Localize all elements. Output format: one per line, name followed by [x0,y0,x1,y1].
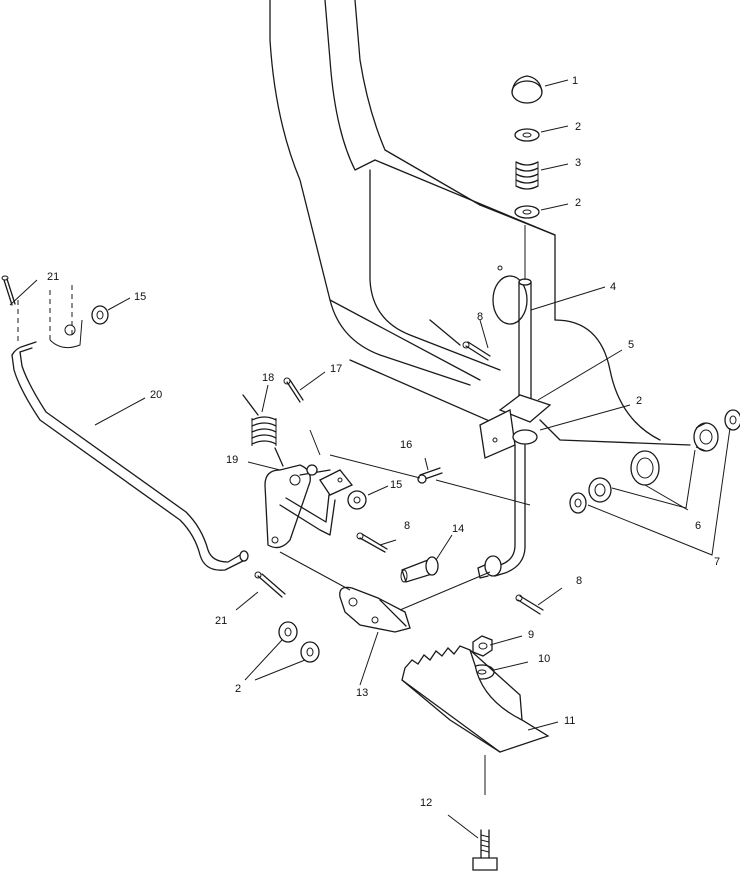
cotter-pin-part-8-top [462,341,491,361]
cotter-pin-part-17 [283,377,304,403]
callout-9: 9 [528,629,534,641]
bracket-part-5 [479,394,552,459]
callout-2-mid: 2 [636,395,642,407]
callout-14: 14 [452,523,464,535]
cotter-pin-part-21-bottom [254,571,286,598]
callout-15-left: 15 [134,291,146,303]
callout-8-right: 8 [576,575,582,587]
bracket-part-19 [264,464,354,549]
nut-part-9 [472,635,493,657]
callout-3: 3 [575,157,581,169]
callout-11: 11 [564,715,575,727]
screw-part-16 [417,467,443,484]
knob-part-1 [511,80,543,104]
cotter-pin-part-8-right [515,594,544,615]
bolt-part-12 [472,755,498,871]
callout-15-mid: 15 [390,479,402,491]
callout-6: 6 [695,520,701,532]
callout-4: 4 [610,281,616,293]
washers-part-2-bottom [278,621,320,663]
callout-7: 7 [714,556,720,568]
callout-19: 19 [226,454,238,466]
washer-part-15-mid [347,490,367,510]
spring-part-3 [515,161,539,190]
rod-part-20 [11,341,249,571]
callout-8-top: 8 [477,311,483,323]
callout-labels: 1 2 3 2 4 8 5 2 16 15 21 15 20 18 17 19 … [47,75,720,809]
shaft-part-4 [518,281,532,401]
shaft-assembly [511,75,543,401]
callout-21-top: 21 [47,271,59,283]
callout-2-bottom: 2 [235,683,241,695]
pedal-part-11 [401,645,550,753]
frame-panel [269,0,691,446]
washers-part-7 [569,409,740,514]
bushings-part-6 [588,422,719,503]
callout-13: 13 [356,687,368,699]
washer-part-2-lower [514,205,540,219]
callout-16: 16 [400,439,412,451]
callout-10: 10 [538,653,550,665]
callout-2-top: 2 [575,121,581,133]
callout-21-bottom: 21 [215,615,227,627]
callout-12: 12 [420,797,432,809]
clevis-pin-part-14 [400,556,439,583]
callout-1: 1 [572,75,578,87]
pedal-rod [477,444,526,579]
callout-20: 20 [150,389,162,401]
spring-part-18 [242,394,284,467]
callout-5: 5 [628,339,634,351]
callout-18: 18 [262,372,274,384]
leader-lines [9,79,731,839]
callout-17: 17 [330,363,342,375]
washer-part-15-left [49,285,109,349]
callout-2-upper: 2 [575,197,581,209]
clevis-part-13 [339,586,411,633]
cotter-pin-part-21-top [1,275,19,345]
cotter-pin-part-8-mid [356,532,388,553]
callout-8-mid: 8 [404,520,410,532]
washer-part-2-top [514,128,540,142]
